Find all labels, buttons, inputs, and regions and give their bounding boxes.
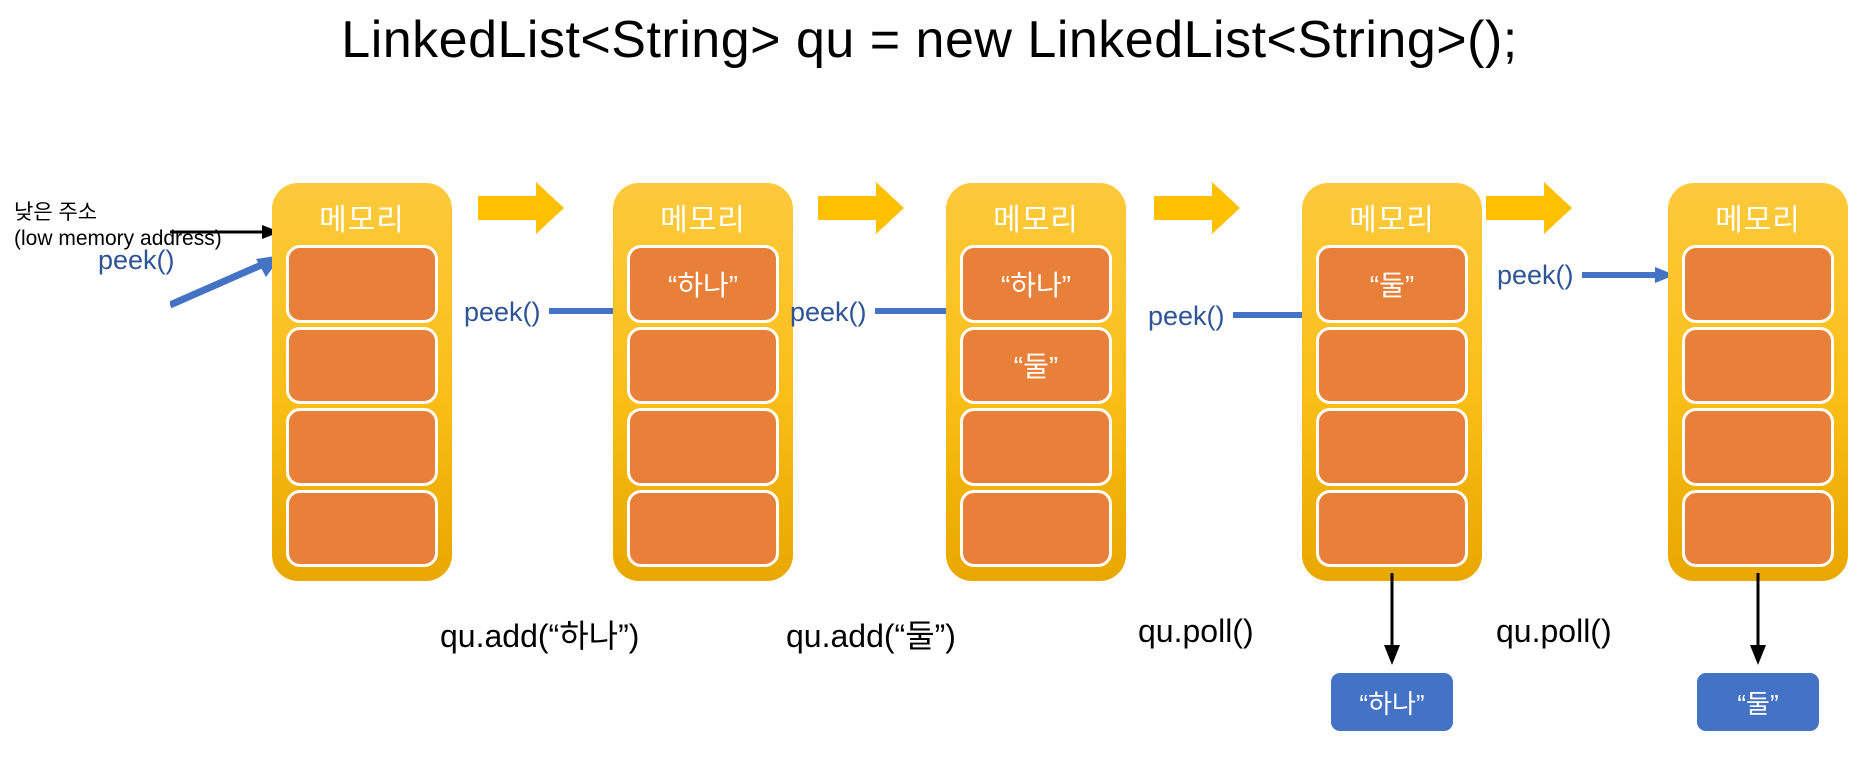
memory-cell [1682,489,1834,567]
memory-cell: “둘” [1316,245,1468,323]
memory-cell [1682,245,1834,323]
memory-cell [1316,489,1468,567]
low-memory-address-english: (low memory address) [14,227,222,251]
memory-cell [286,326,438,404]
memory-cell [960,489,1112,567]
memory-block-4-title: 메모리 [1349,204,1435,237]
poll-result-box-1: “하나” [1331,673,1453,731]
memory-block-2-cells: “하나” [627,245,779,567]
flow-arrow-1 [478,182,564,234]
memory-cell [286,489,438,567]
memory-cell: “하나” [627,245,779,323]
memory-block-1-cells [286,245,438,567]
peek-label-4: peek() [1148,301,1225,331]
memory-block-3: 메모리 “하나” “둘” [946,183,1126,581]
memory-block-1: 메모리 [272,183,452,581]
flow-arrow-4 [1486,182,1572,234]
operation-label-poll-2: qu.poll() [1496,613,1612,649]
operation-label-poll-1: qu.poll() [1138,613,1254,649]
memory-cell [1316,326,1468,404]
operation-label-add-dul: qu.add(“둘”) [786,618,956,654]
low-memory-address-label: 낮은 주소 (low memory address) [14,200,222,253]
memory-block-3-cells: “하나” “둘” [960,245,1112,567]
poll-result-arrow-1 [1381,573,1403,665]
memory-block-5: 메모리 [1668,183,1848,581]
memory-cell [1682,408,1834,486]
memory-cell [960,408,1112,486]
peek-label-5: peek() [1497,260,1574,290]
memory-block-4-cells: “둘” [1316,245,1468,567]
memory-block-3-title: 메모리 [993,204,1079,237]
page-title: LinkedList<String> qu = new LinkedList<S… [341,11,1518,69]
peek-label-2: peek() [464,297,541,327]
memory-block-1-title: 메모리 [319,204,405,237]
memory-cell [627,408,779,486]
memory-cell [286,408,438,486]
operation-label-add-hana: qu.add(“하나”) [440,618,640,654]
poll-result-box-2: “둘” [1697,673,1819,731]
memory-cell [286,245,438,323]
flow-arrow-2 [818,182,904,234]
memory-cell [627,489,779,567]
memory-cell [1316,408,1468,486]
memory-block-5-title: 메모리 [1715,204,1801,237]
memory-block-2-title: 메모리 [660,204,746,237]
memory-cell [627,326,779,404]
low-memory-address-korean: 낮은 주소 [14,201,98,224]
peek-arrow-5 [1582,266,1675,284]
memory-block-2: 메모리 “하나” [613,183,793,581]
memory-cell: “하나” [960,245,1112,323]
poll-result-arrow-2 [1747,573,1769,665]
memory-block-4: 메모리 “둘” [1302,183,1482,581]
memory-cell [1682,326,1834,404]
peek-label-3: peek() [790,297,867,327]
memory-block-5-cells [1682,245,1834,567]
memory-cell: “둘” [960,326,1112,404]
peek-label-1: peek() [98,245,175,275]
low-memory-address-arrow [170,222,280,242]
flow-arrow-3 [1154,182,1240,234]
